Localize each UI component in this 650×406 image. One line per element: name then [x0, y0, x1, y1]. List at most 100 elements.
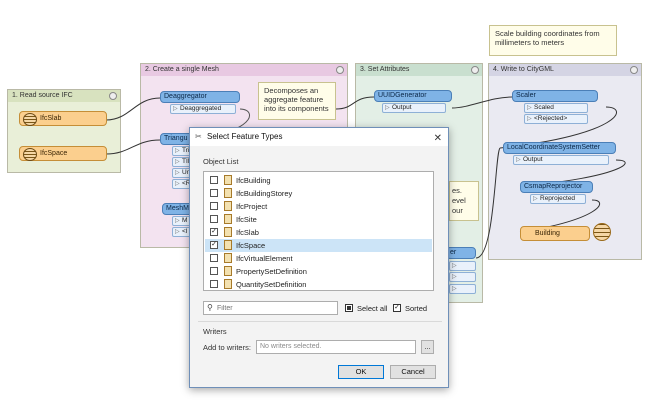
dialog-title: Select Feature Types [207, 132, 283, 141]
ok-button[interactable]: OK [338, 365, 384, 379]
gear-icon[interactable] [109, 92, 117, 100]
port-label: Scaled [534, 104, 554, 111]
dialog-titlebar[interactable]: ✂ Select Feature Types ✕ [190, 128, 448, 146]
transformer-scaler[interactable]: Scaler [512, 90, 598, 102]
checkbox[interactable] [210, 215, 218, 223]
bookmark-title: 2. Create a single Mesh [141, 64, 347, 76]
transformer-label: Triangu [164, 135, 188, 142]
port-lcss-output[interactable]: Output [513, 155, 609, 165]
port-partial-2[interactable] [449, 272, 476, 282]
port-partial-3[interactable] [449, 284, 476, 294]
select-feature-types-dialog[interactable]: ✂ Select Feature Types ✕ Object List Ifc… [189, 127, 449, 388]
transformer-label: Deaggregator [164, 93, 207, 100]
checkbox[interactable] [210, 189, 218, 197]
checkbox[interactable] [210, 280, 218, 288]
transformer-label: UUIDGenerator [378, 92, 427, 99]
checkbox-checked[interactable]: ✓ [210, 228, 218, 236]
gear-icon[interactable] [630, 66, 638, 74]
writer-building[interactable]: Building [520, 226, 590, 241]
port-label: Reprojected [540, 195, 576, 202]
list-item[interactable]: IfcProject [205, 200, 432, 213]
select-all-label: Select all [357, 304, 388, 313]
port-scaled[interactable]: Scaled [524, 103, 588, 113]
port-label: Deaggregated [180, 105, 222, 112]
annotation-text: Decomposes an aggregate feature into its… [264, 86, 329, 113]
list-item[interactable]: PropertySetDefinition [205, 265, 432, 278]
port-label: Tri [182, 147, 190, 154]
search-icon: ⚲ [207, 303, 213, 312]
checkbox[interactable] [210, 267, 218, 275]
checkbox-checked[interactable]: ✓ [210, 241, 218, 249]
browse-writers-button[interactable]: ... [421, 340, 434, 354]
port-deaggregated[interactable]: Deaggregated [170, 104, 236, 114]
port-label: M [182, 217, 188, 224]
divider [198, 321, 442, 322]
port-uuid-output[interactable]: Output [382, 103, 446, 113]
transformer-attribute-partial[interactable]: er [446, 247, 476, 259]
annotation-text: Scale building coordinates from millimet… [495, 29, 600, 47]
list-item[interactable]: QuantitySetDefinition [205, 278, 432, 291]
reader-ifcslab[interactable]: IfcSlab [19, 111, 107, 126]
feature-type-icon [224, 279, 232, 289]
port-label: TIN [182, 158, 193, 165]
transformer-meshmerger[interactable]: MeshM [162, 203, 196, 215]
close-icon[interactable]: ✕ [433, 133, 442, 144]
list-item-label: IfcProject [236, 202, 268, 211]
filter-box[interactable]: ⚲ [203, 301, 338, 315]
bookmark-title: 4. Write to CityGML [489, 64, 641, 76]
select-all-checkbox[interactable] [345, 304, 353, 312]
transformer-deaggregator[interactable]: Deaggregator [160, 91, 240, 103]
feature-type-icon [224, 266, 232, 276]
port-scaler-rejected[interactable]: <Rejected> [524, 114, 588, 124]
gear-icon[interactable] [471, 66, 479, 74]
transformer-localcoordinatesystemsetter[interactable]: LocalCoordinateSystemSetter [503, 142, 616, 154]
list-item[interactable]: ✓ IfcSlab [205, 226, 432, 239]
select-all-toggle[interactable]: Select all [345, 303, 391, 314]
cancel-button[interactable]: Cancel [390, 365, 436, 379]
annotation-text: evel [452, 196, 466, 205]
transformer-csmapreprojector[interactable]: CsmapReprojector [520, 181, 593, 193]
annotation-text: es. [452, 186, 463, 195]
list-item-label: PropertySetDefinition [236, 267, 307, 276]
checkbox[interactable] [210, 202, 218, 210]
transformer-uuidgenerator[interactable]: UUIDGenerator [374, 90, 452, 102]
list-item-label: IfcSite [236, 215, 257, 224]
list-item-label: IfcBuildingStorey [236, 189, 293, 198]
feature-type-icon [224, 253, 232, 263]
object-list-label: Object List [203, 157, 239, 166]
list-item-label: IfcBuilding [236, 176, 271, 185]
checkbox[interactable] [210, 176, 218, 184]
writers-field[interactable]: No writers selected. [256, 340, 416, 354]
writer-table-icon [593, 223, 611, 241]
writers-placeholder: No writers selected. [260, 343, 322, 350]
list-item[interactable]: IfcSite [205, 213, 432, 226]
sorted-checkbox[interactable]: ✓ [393, 304, 401, 312]
list-item[interactable]: IfcVirtualElement [205, 252, 432, 265]
feature-type-icon [224, 227, 232, 237]
reader-ifcspace[interactable]: IfcSpace [19, 146, 107, 161]
sorted-label: Sorted [405, 304, 428, 313]
sorted-toggle[interactable]: ✓ Sorted [393, 303, 435, 314]
bookmark-title: 1. Read source IFC [8, 90, 120, 102]
feature-type-icon [224, 201, 232, 211]
port-partial-1[interactable] [449, 261, 476, 271]
list-item-label: IfcSpace [236, 241, 266, 250]
port-label: <Rejected> [534, 115, 568, 122]
list-item-selected[interactable]: ✓ IfcSpace [205, 239, 432, 252]
feature-type-icon [224, 175, 232, 185]
transformer-label: Scaler [516, 92, 536, 99]
object-list[interactable]: IfcBuilding IfcBuildingStorey IfcProject… [203, 171, 434, 291]
annotation-scale[interactable]: Scale building coordinates from millimet… [489, 25, 617, 56]
annotation-deaggregate[interactable]: Decomposes an aggregate feature into its… [258, 82, 336, 120]
checkbox[interactable] [210, 254, 218, 262]
add-to-writers-label: Add to writers: [203, 343, 251, 352]
gear-icon[interactable] [336, 66, 344, 74]
port-reprojected[interactable]: Reprojected [530, 194, 586, 204]
list-item[interactable]: IfcBuildingStorey [205, 187, 432, 200]
list-item-label: IfcSlab [236, 228, 259, 237]
list-item[interactable]: IfcBuilding [205, 174, 432, 187]
table-icon [23, 113, 37, 126]
writers-label: Writers [203, 327, 227, 336]
filter-input[interactable] [217, 303, 332, 313]
